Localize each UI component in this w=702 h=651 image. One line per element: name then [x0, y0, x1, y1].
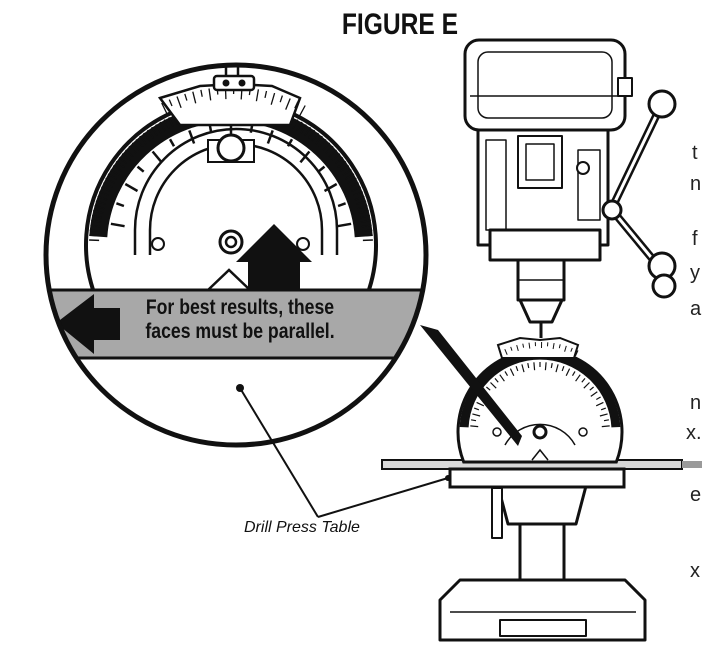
figure-title: FIGURE E	[318, 8, 482, 42]
cropped-char: y	[690, 262, 700, 285]
cropped-char: f	[692, 228, 698, 251]
cropped-char: x.	[686, 422, 702, 445]
scale-tick	[470, 426, 478, 427]
drill-press-table-label: Drill Press Table	[244, 519, 360, 537]
scale-tick	[534, 362, 535, 370]
cropped-char: t	[692, 142, 698, 165]
note-line-1: For best results, these	[114, 296, 366, 320]
magnified-view	[40, 46, 440, 460]
scale-tick	[602, 426, 610, 427]
note-line-2: faces must be parallel.	[114, 320, 366, 344]
cropped-char: a	[690, 298, 701, 321]
cropped-char: x	[690, 560, 700, 583]
scale-tick	[363, 235, 373, 236]
scale-tick	[362, 230, 372, 231]
parallel-faces-note: For best results, these faces must be pa…	[114, 296, 366, 344]
scale-tick	[545, 362, 546, 370]
cropped-char: n	[690, 392, 701, 415]
cropped-char: n	[690, 173, 701, 196]
cropped-char: e	[690, 484, 701, 507]
scale-tick	[89, 235, 99, 236]
scale-tick	[90, 230, 100, 231]
